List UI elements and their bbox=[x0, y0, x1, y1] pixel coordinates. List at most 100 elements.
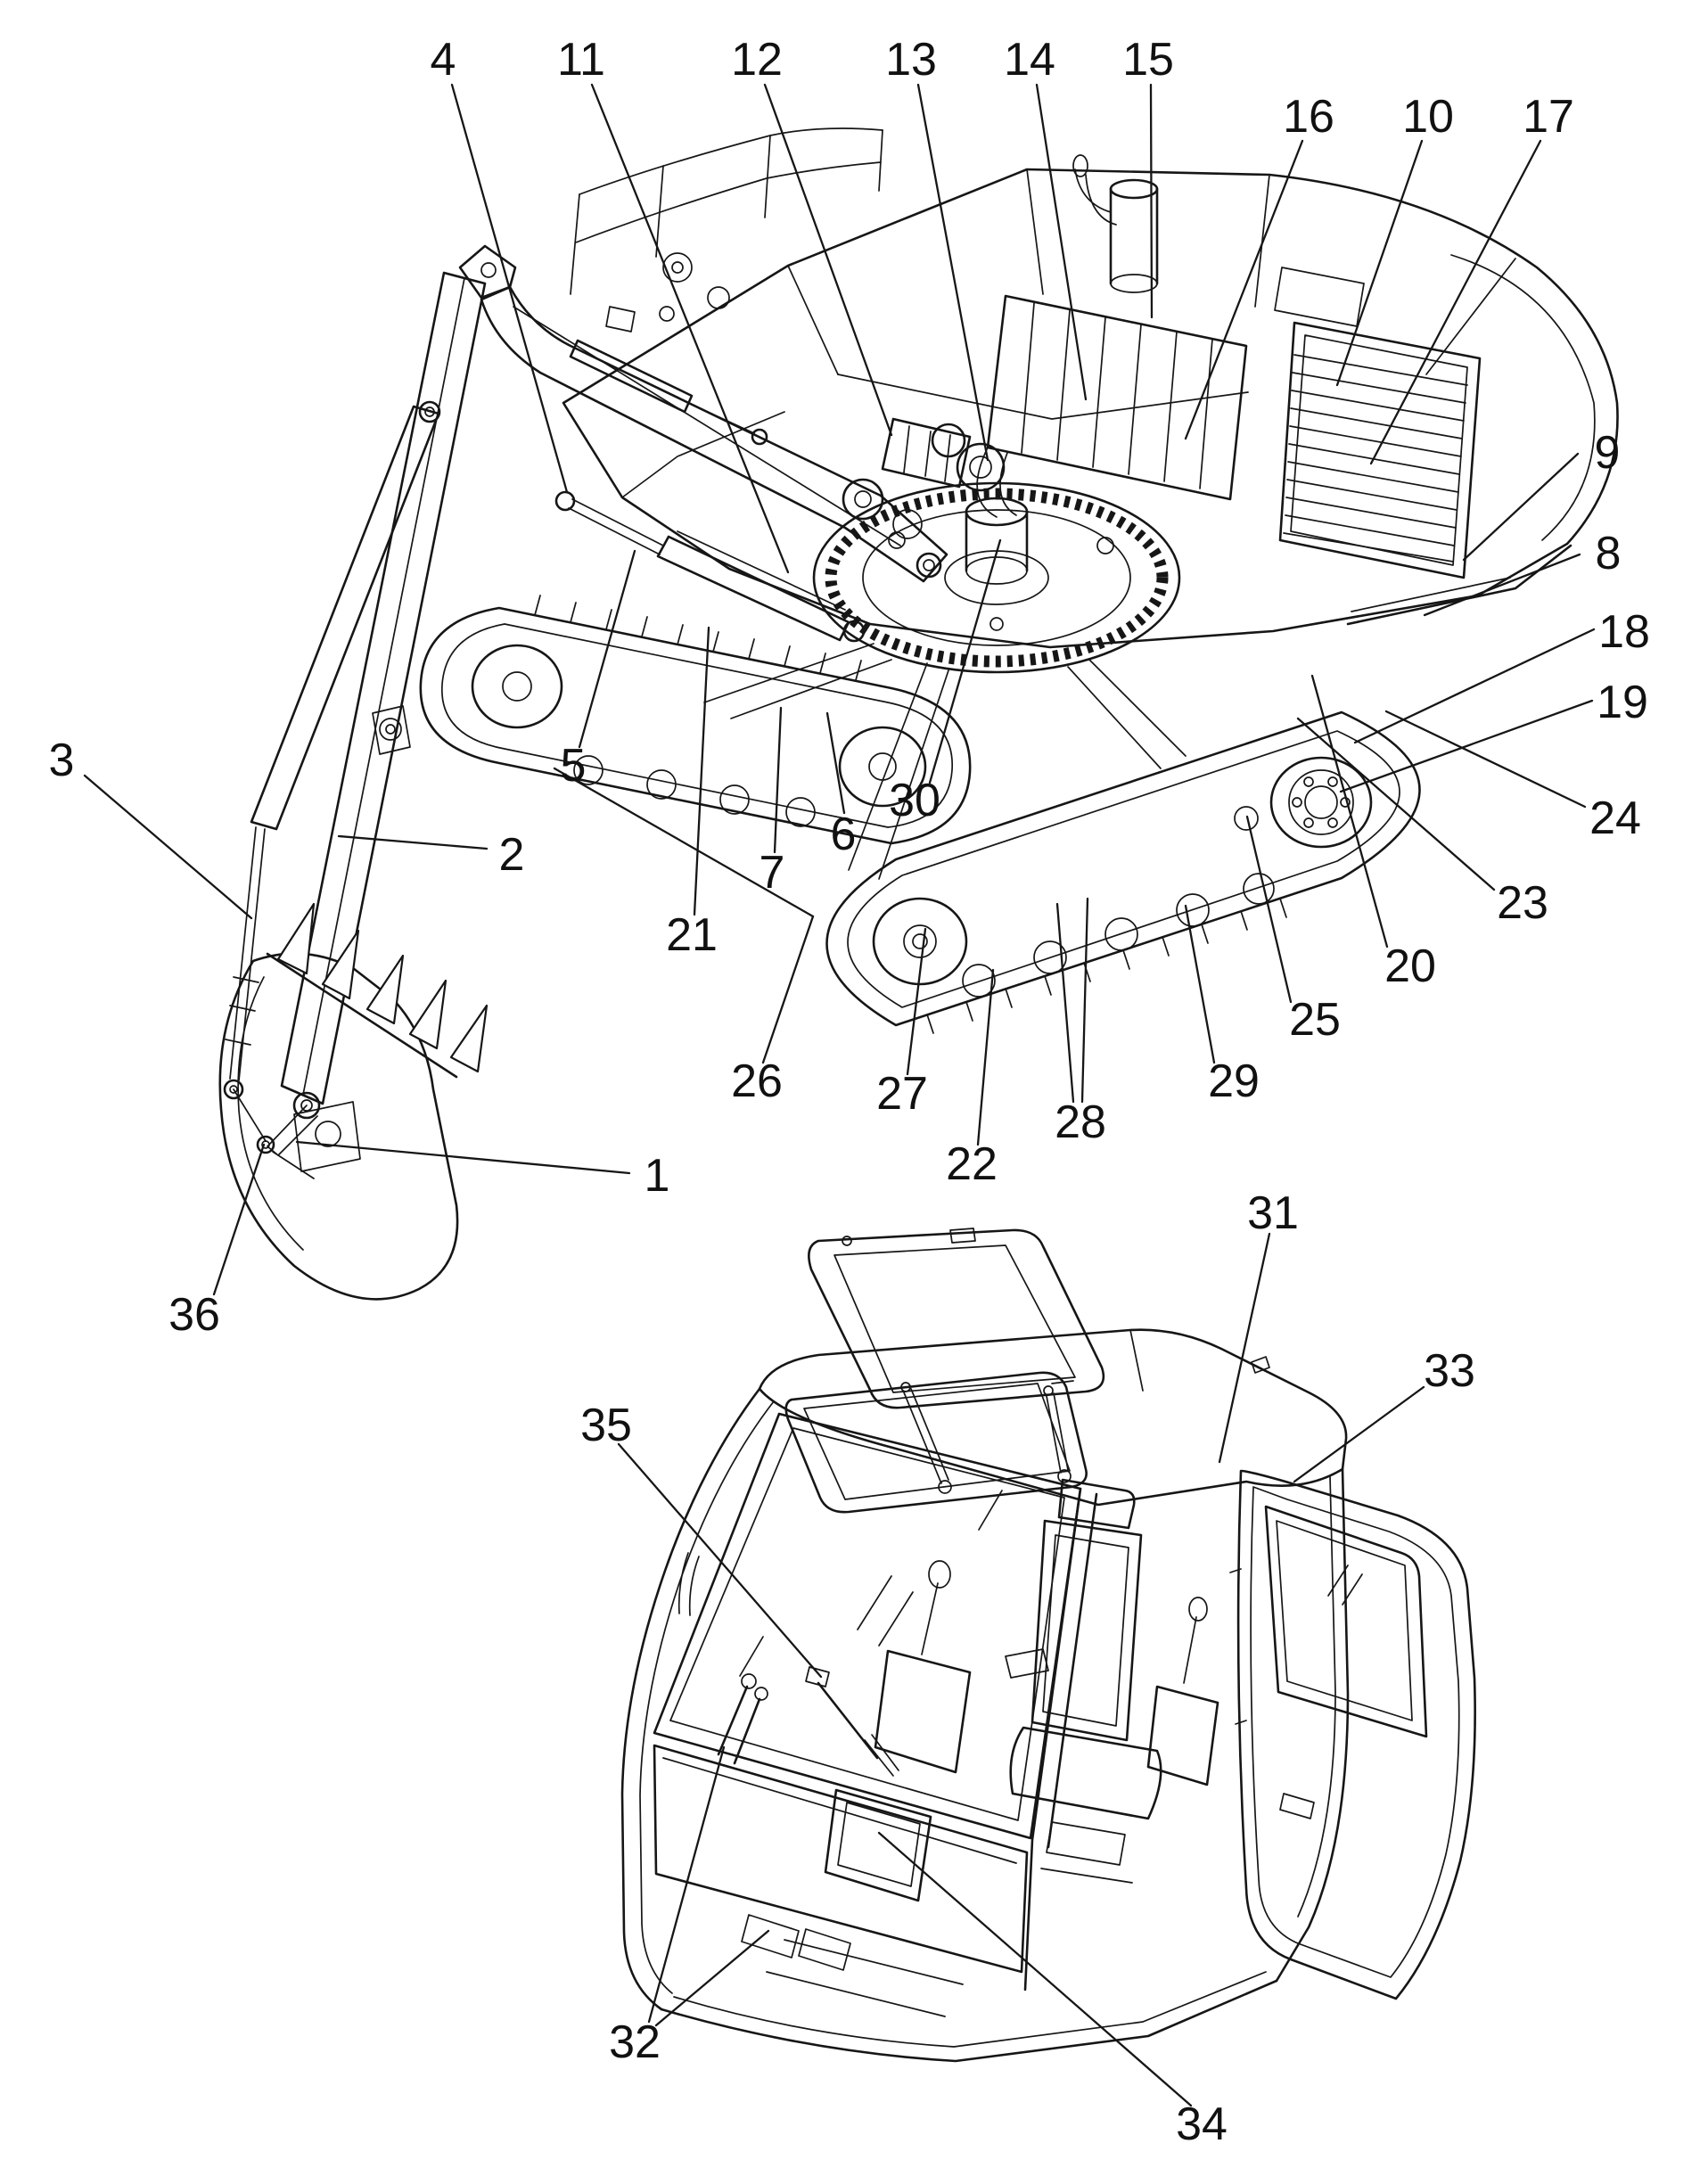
leader-line-32a bbox=[647, 1745, 726, 2024]
leader-line-7 bbox=[773, 706, 783, 854]
callout-number-5: 5 bbox=[561, 740, 587, 792]
callout-26: 26 bbox=[553, 767, 815, 1107]
callout-number-11: 11 bbox=[557, 34, 605, 86]
callout-number-17: 17 bbox=[1523, 91, 1574, 143]
leader-line-17 bbox=[1369, 139, 1542, 465]
leader-line-34 bbox=[877, 1831, 1193, 2107]
left-track-drawing bbox=[419, 595, 972, 845]
callout-25: 25 bbox=[1245, 815, 1341, 1046]
leader-line-29 bbox=[1184, 904, 1216, 1064]
callout-28: 28 bbox=[1055, 897, 1106, 1148]
leader-line-23 bbox=[1296, 717, 1496, 891]
windshield-drawing bbox=[653, 1412, 1098, 1991]
callout-number-1: 1 bbox=[645, 1150, 670, 1202]
callout-9: 9 bbox=[1462, 427, 1621, 562]
callout-number-12: 12 bbox=[731, 34, 783, 86]
callout-21: 21 bbox=[666, 626, 718, 961]
callout-1: 1 bbox=[295, 1140, 670, 1202]
leader-line-15 bbox=[1149, 83, 1154, 319]
boom-drawing bbox=[458, 244, 948, 583]
callout-35: 35 bbox=[580, 1400, 823, 1679]
callout-8: 8 bbox=[1423, 528, 1621, 617]
control-console-drawing bbox=[824, 1560, 1219, 1902]
bucket-cylinder-drawing bbox=[223, 400, 441, 1100]
leader-line-9 bbox=[1462, 452, 1580, 562]
leader-line-14 bbox=[1035, 83, 1088, 401]
callout-18: 18 bbox=[1353, 606, 1650, 744]
cab-roof-drawing bbox=[758, 1328, 1348, 1514]
leader-line-1 bbox=[295, 1140, 631, 1175]
callout-number-27: 27 bbox=[876, 1068, 928, 1120]
lever-pedal-drawing bbox=[717, 1673, 851, 1971]
right-track-drawing bbox=[825, 710, 1421, 1034]
leader-line-3 bbox=[83, 774, 253, 920]
callout-number-23: 23 bbox=[1497, 877, 1548, 929]
leader-line-24 bbox=[1384, 710, 1587, 809]
callout-34: 34 bbox=[877, 1831, 1228, 2150]
boom-cylinder-drawing bbox=[554, 490, 866, 643]
callout-4: 4 bbox=[431, 34, 569, 494]
door-drawing bbox=[1229, 1469, 1476, 2000]
engine-drawing bbox=[881, 267, 1365, 518]
bucket-link-drawing bbox=[233, 1088, 318, 1179]
callout-2: 2 bbox=[337, 829, 524, 881]
callout-27: 27 bbox=[876, 927, 928, 1120]
callout-number-36: 36 bbox=[168, 1289, 220, 1341]
leader-line-10 bbox=[1335, 139, 1424, 387]
callout-number-33: 33 bbox=[1424, 1345, 1475, 1397]
callout-number-26: 26 bbox=[731, 1055, 783, 1107]
callout-number-24: 24 bbox=[1589, 792, 1641, 844]
callout-number-16: 16 bbox=[1283, 91, 1334, 143]
figure-excavator bbox=[218, 127, 1619, 1301]
leader-line-26 bbox=[553, 767, 815, 1064]
callout-number-15: 15 bbox=[1122, 34, 1174, 86]
leader-line-25 bbox=[1245, 815, 1293, 1004]
callout-number-9: 9 bbox=[1595, 427, 1621, 479]
callout-number-22: 22 bbox=[946, 1138, 998, 1190]
callout-30: 30 bbox=[889, 538, 1002, 826]
callout-number-21: 21 bbox=[666, 909, 718, 961]
leader-line-28a bbox=[1055, 902, 1075, 1104]
leader-line-33 bbox=[1293, 1385, 1425, 1483]
leader-line-6 bbox=[825, 711, 846, 815]
callout-number-18: 18 bbox=[1598, 606, 1650, 658]
leader-line-30 bbox=[928, 538, 1002, 784]
callout-number-35: 35 bbox=[580, 1400, 632, 1451]
leader-line-16 bbox=[1184, 139, 1304, 440]
leader-line-2 bbox=[337, 834, 489, 850]
callout-number-31: 31 bbox=[1247, 1187, 1299, 1239]
bucket-drawing bbox=[218, 902, 489, 1301]
callout-5: 5 bbox=[561, 549, 636, 792]
leader-line-36 bbox=[212, 1143, 266, 1296]
callout-number-10: 10 bbox=[1402, 91, 1454, 143]
callout-number-29: 29 bbox=[1208, 1055, 1260, 1107]
leader-line-8 bbox=[1423, 553, 1581, 617]
cab-body-drawing bbox=[620, 1387, 1350, 2063]
callout-number-30: 30 bbox=[889, 775, 940, 826]
leader-line-31 bbox=[1218, 1232, 1271, 1464]
callout-15: 15 bbox=[1122, 34, 1174, 319]
callout-20: 20 bbox=[1310, 674, 1436, 992]
muffler-drawing bbox=[1072, 154, 1159, 293]
callout-22: 22 bbox=[946, 968, 998, 1190]
leader-line-28b bbox=[1080, 897, 1089, 1104]
callout-number-6: 6 bbox=[831, 809, 857, 860]
arm-cylinder-drawing bbox=[569, 339, 768, 446]
leader-line-4 bbox=[450, 83, 569, 494]
leader-line-13 bbox=[916, 83, 989, 462]
callout-10: 10 bbox=[1335, 91, 1454, 387]
callout-24: 24 bbox=[1384, 710, 1641, 844]
leader-line-22 bbox=[976, 968, 995, 1146]
callout-11: 11 bbox=[557, 34, 790, 574]
callout-number-19: 19 bbox=[1597, 677, 1648, 728]
callout-16: 16 bbox=[1184, 91, 1334, 440]
callout-number-28: 28 bbox=[1055, 1096, 1106, 1148]
callout-number-34: 34 bbox=[1176, 2098, 1228, 2150]
leader-line-35 bbox=[617, 1442, 823, 1679]
callout-number-4: 4 bbox=[431, 34, 456, 86]
leader-line-32b bbox=[654, 1929, 770, 2027]
leader-line-21 bbox=[693, 626, 710, 916]
track-frame-drawing bbox=[703, 643, 1187, 880]
callout-number-14: 14 bbox=[1004, 34, 1055, 86]
